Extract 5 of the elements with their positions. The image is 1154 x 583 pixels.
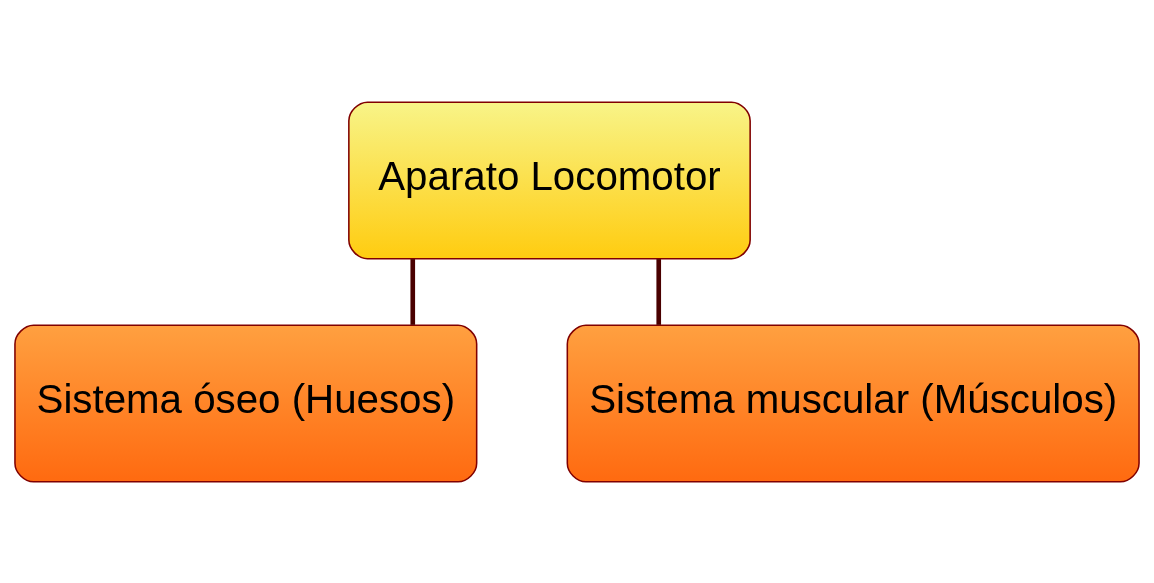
connector: [656, 258, 662, 325]
connector: [410, 258, 416, 325]
node-box: Sistema muscular (Músculos): [566, 324, 1140, 483]
node-box: Aparato Locomotor: [348, 100, 751, 259]
node-box: Sistema óseo (Huesos): [14, 324, 478, 483]
